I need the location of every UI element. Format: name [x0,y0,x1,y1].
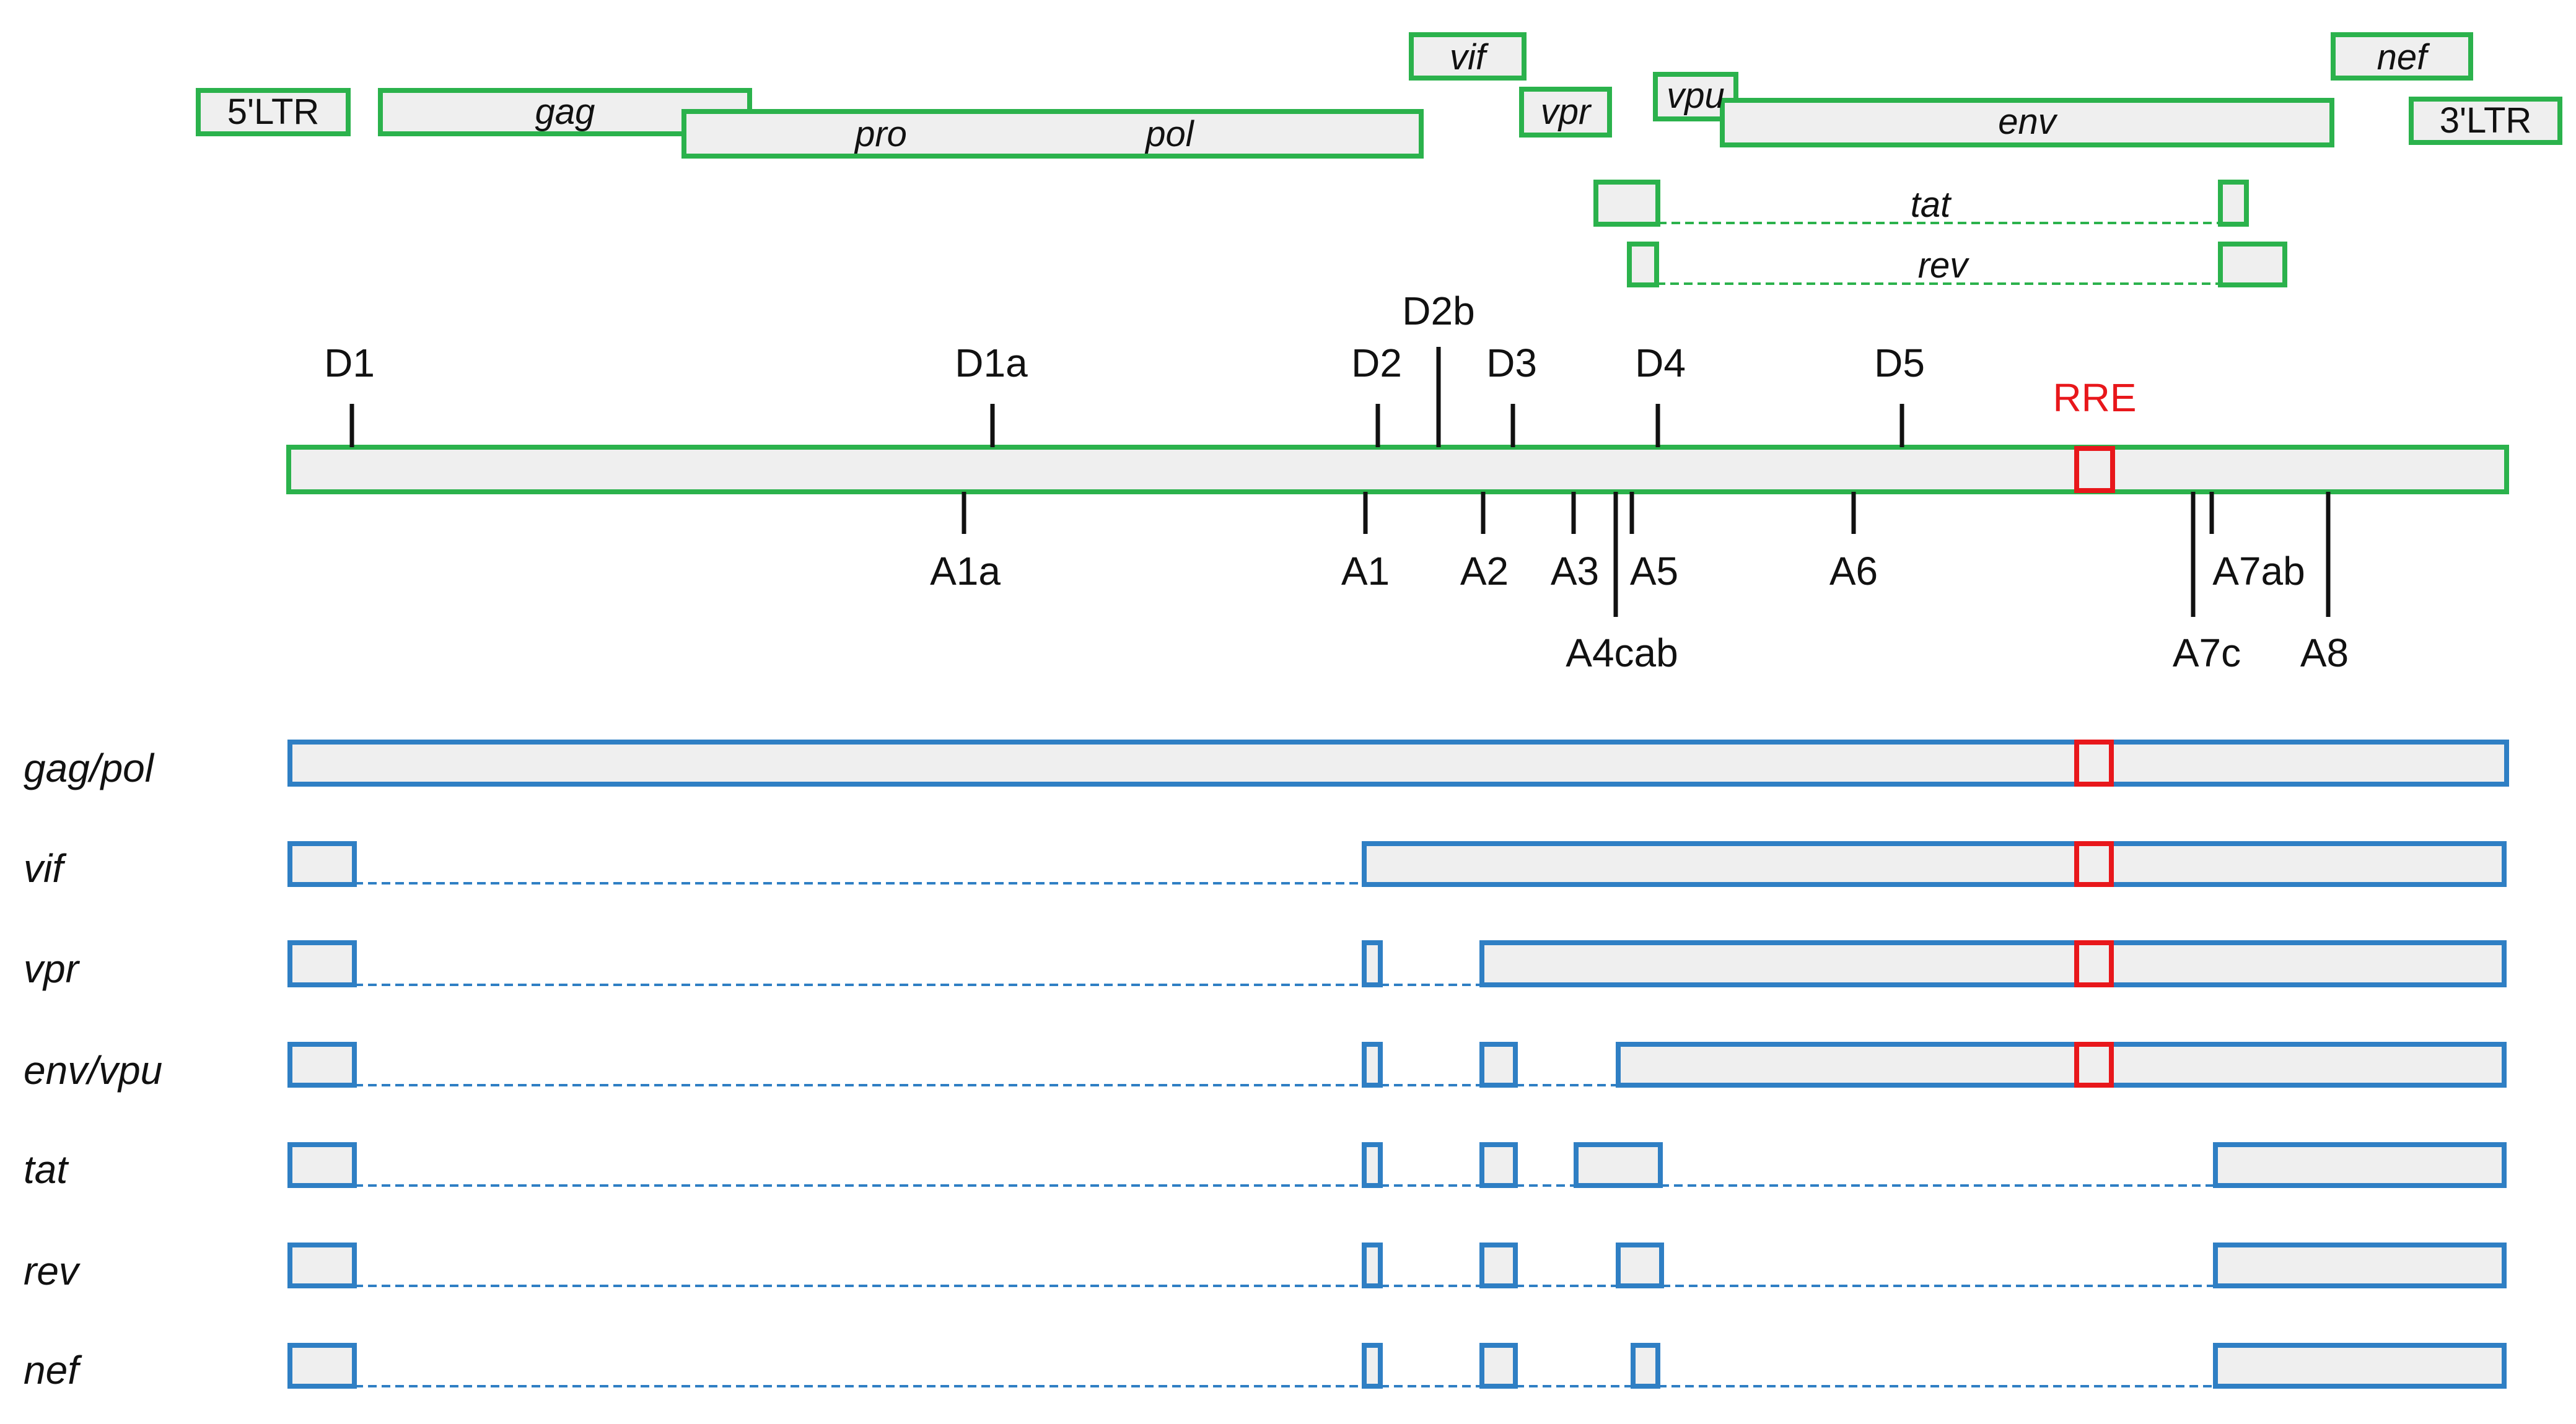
exon [2213,1142,2507,1188]
exon [1362,841,2507,887]
transcript-labels: gag/pol vif vpr env/vpu tat rev nef [24,746,162,1392]
rre-label: RRE [2052,375,2136,420]
rre-marker-vpr [2074,940,2114,987]
exon [287,1142,357,1188]
gene-rev-exon2 [2218,242,2287,287]
exon [1362,1243,1383,1288]
donor-d3-label: D3 [1486,341,1537,385]
rre-marker-env-vpu [2074,1042,2114,1088]
gene-vif-box [1409,32,1527,81]
acceptor-a3-label: A3 [1551,549,1599,593]
gene-labels: 5'LTR gag pro pol vif vpr vpu env nef 3'… [227,37,2532,286]
gene-pro-label: pro [854,114,907,154]
gene-rev-exon1 [1627,242,1659,287]
gene-nef-label: nef [2377,37,2431,77]
gene-vpr-box [1519,87,1612,138]
donor-d2b-label: D2b [1402,289,1474,333]
acceptor-sites [962,492,2331,617]
exon [287,1343,357,1389]
gene-pol-box [681,109,1424,159]
acceptor-a7c-label: A7c [2173,631,2241,675]
acceptor-a2-label: A2 [1460,549,1509,593]
acceptor-a5-label: A5 [1630,549,1678,593]
gene-gag-label: gag [535,92,595,132]
gene-5ltr-box [196,88,351,136]
gene-rev-label: rev [1918,245,1970,286]
acceptor-a4cab-label: A4cab [1566,631,1678,675]
exon [1574,1142,1663,1188]
exon [2213,1243,2507,1288]
gene-nef-box [2331,32,2473,81]
transcript-rev-label: rev [24,1249,81,1293]
gene-vif-label: vif [1450,37,1489,77]
transcript-vpr-label: vpr [24,946,81,991]
acceptor-labels: A1a A1 A2 A3 A5 A4cab A6 A7ab A7c A8 [930,549,2349,675]
exon [1479,1243,1518,1288]
transcript-rev [287,1243,2507,1288]
exon [1479,1142,1518,1188]
gene-tat-exon1 [1593,180,1660,227]
gene-env-label: env [1998,102,2058,142]
gene-3ltr-label: 3'LTR [2440,100,2532,141]
transcript-env-vpu-label: env/vpu [24,1048,162,1093]
transcript-nef [287,1343,2507,1389]
donor-d4-label: D4 [1635,341,1686,385]
exon [1479,1343,1518,1389]
exon [1631,1343,1660,1389]
gene-env-box [1720,98,2334,147]
donor-labels: D1 D1a D2 D2b D3 D4 D5 [324,289,1925,385]
rre-marker-genome [2074,446,2115,493]
donor-d1-label: D1 [324,341,375,385]
gene-vpu-label: vpu [1667,76,1725,116]
transcript-nef-label: nef [24,1348,82,1392]
rre-marker-gag-pol [2074,740,2114,787]
gene-pol-label: pol [1144,114,1195,154]
acceptor-a7ab-label: A7ab [2212,549,2305,593]
transcript-env-vpu [287,1042,2507,1088]
exon [1362,1343,1383,1389]
exon [1362,940,1383,987]
transcript-tat-label: tat [24,1147,69,1192]
rre-markers [2074,740,2114,1088]
exon [1362,1042,1383,1088]
acceptor-a1a-label: A1a [930,549,1001,593]
transcript-vpr [287,940,2507,987]
gene-tat-exon2 [2218,180,2249,227]
exon [2213,1343,2507,1389]
exon [287,841,357,887]
exon [1479,1042,1518,1088]
acceptor-a8-label: A8 [2300,631,2349,675]
acceptor-a1-label: A1 [1341,549,1390,593]
gene-5ltr-label: 5'LTR [227,92,320,132]
gene-3ltr-box [2409,97,2562,145]
transcript-vif-label: vif [24,846,67,891]
donor-d5-label: D5 [1874,341,1925,385]
donor-d1a-label: D1a [955,341,1028,385]
exon [1616,1042,2507,1088]
transcript-gag-pol-label: gag/pol [24,746,155,790]
gene-map [196,32,2562,287]
gene-vpr-label: vpr [1541,92,1592,132]
transcript-vif [287,841,2507,887]
transcript-rows [287,740,2509,1389]
transcript-tat [287,1142,2507,1188]
acceptor-a6-label: A6 [1829,549,1878,593]
gene-tat-label: tat [1911,185,1952,225]
exon [1362,1142,1383,1188]
rre-marker-vif [2074,841,2114,887]
exon [287,1042,357,1088]
exon [1616,1243,1664,1288]
transcript-gag-pol [287,740,2509,787]
genome-backbone [286,445,2509,494]
exon [287,940,357,987]
donor-d2-label: D2 [1351,341,1402,385]
donor-sites [349,347,1904,447]
exon [287,1243,357,1288]
exon [287,740,2509,787]
genome-bar: RRE [286,375,2509,494]
exon [1479,940,2507,987]
